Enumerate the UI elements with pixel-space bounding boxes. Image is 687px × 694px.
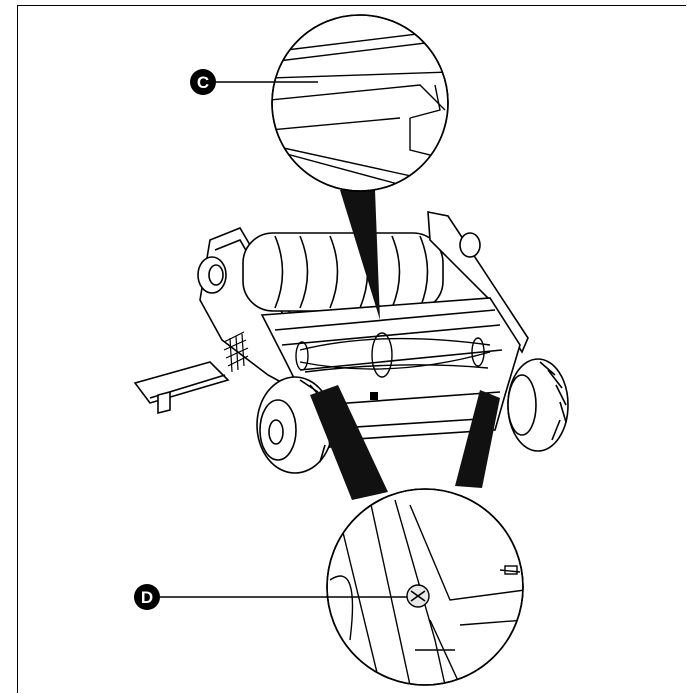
wheel-icon — [507, 358, 569, 452]
adjustment-knob-icon — [197, 256, 227, 294]
callout-c-label: C — [197, 73, 209, 92]
callout-d: D — [134, 584, 407, 610]
magnifier-d — [326, 488, 524, 686]
magnifier-c — [271, 14, 449, 192]
figure-frame — [17, 5, 686, 693]
pointer-wedges — [310, 190, 500, 500]
reel-blades — [295, 332, 491, 378]
callout-d-label: D — [141, 588, 153, 607]
screw-icon — [406, 584, 430, 608]
vent-grille — [223, 331, 249, 373]
callout-c: C — [190, 69, 318, 95]
roller-icon — [242, 232, 444, 312]
housing-marker — [370, 392, 378, 400]
mower-handle — [133, 361, 230, 415]
